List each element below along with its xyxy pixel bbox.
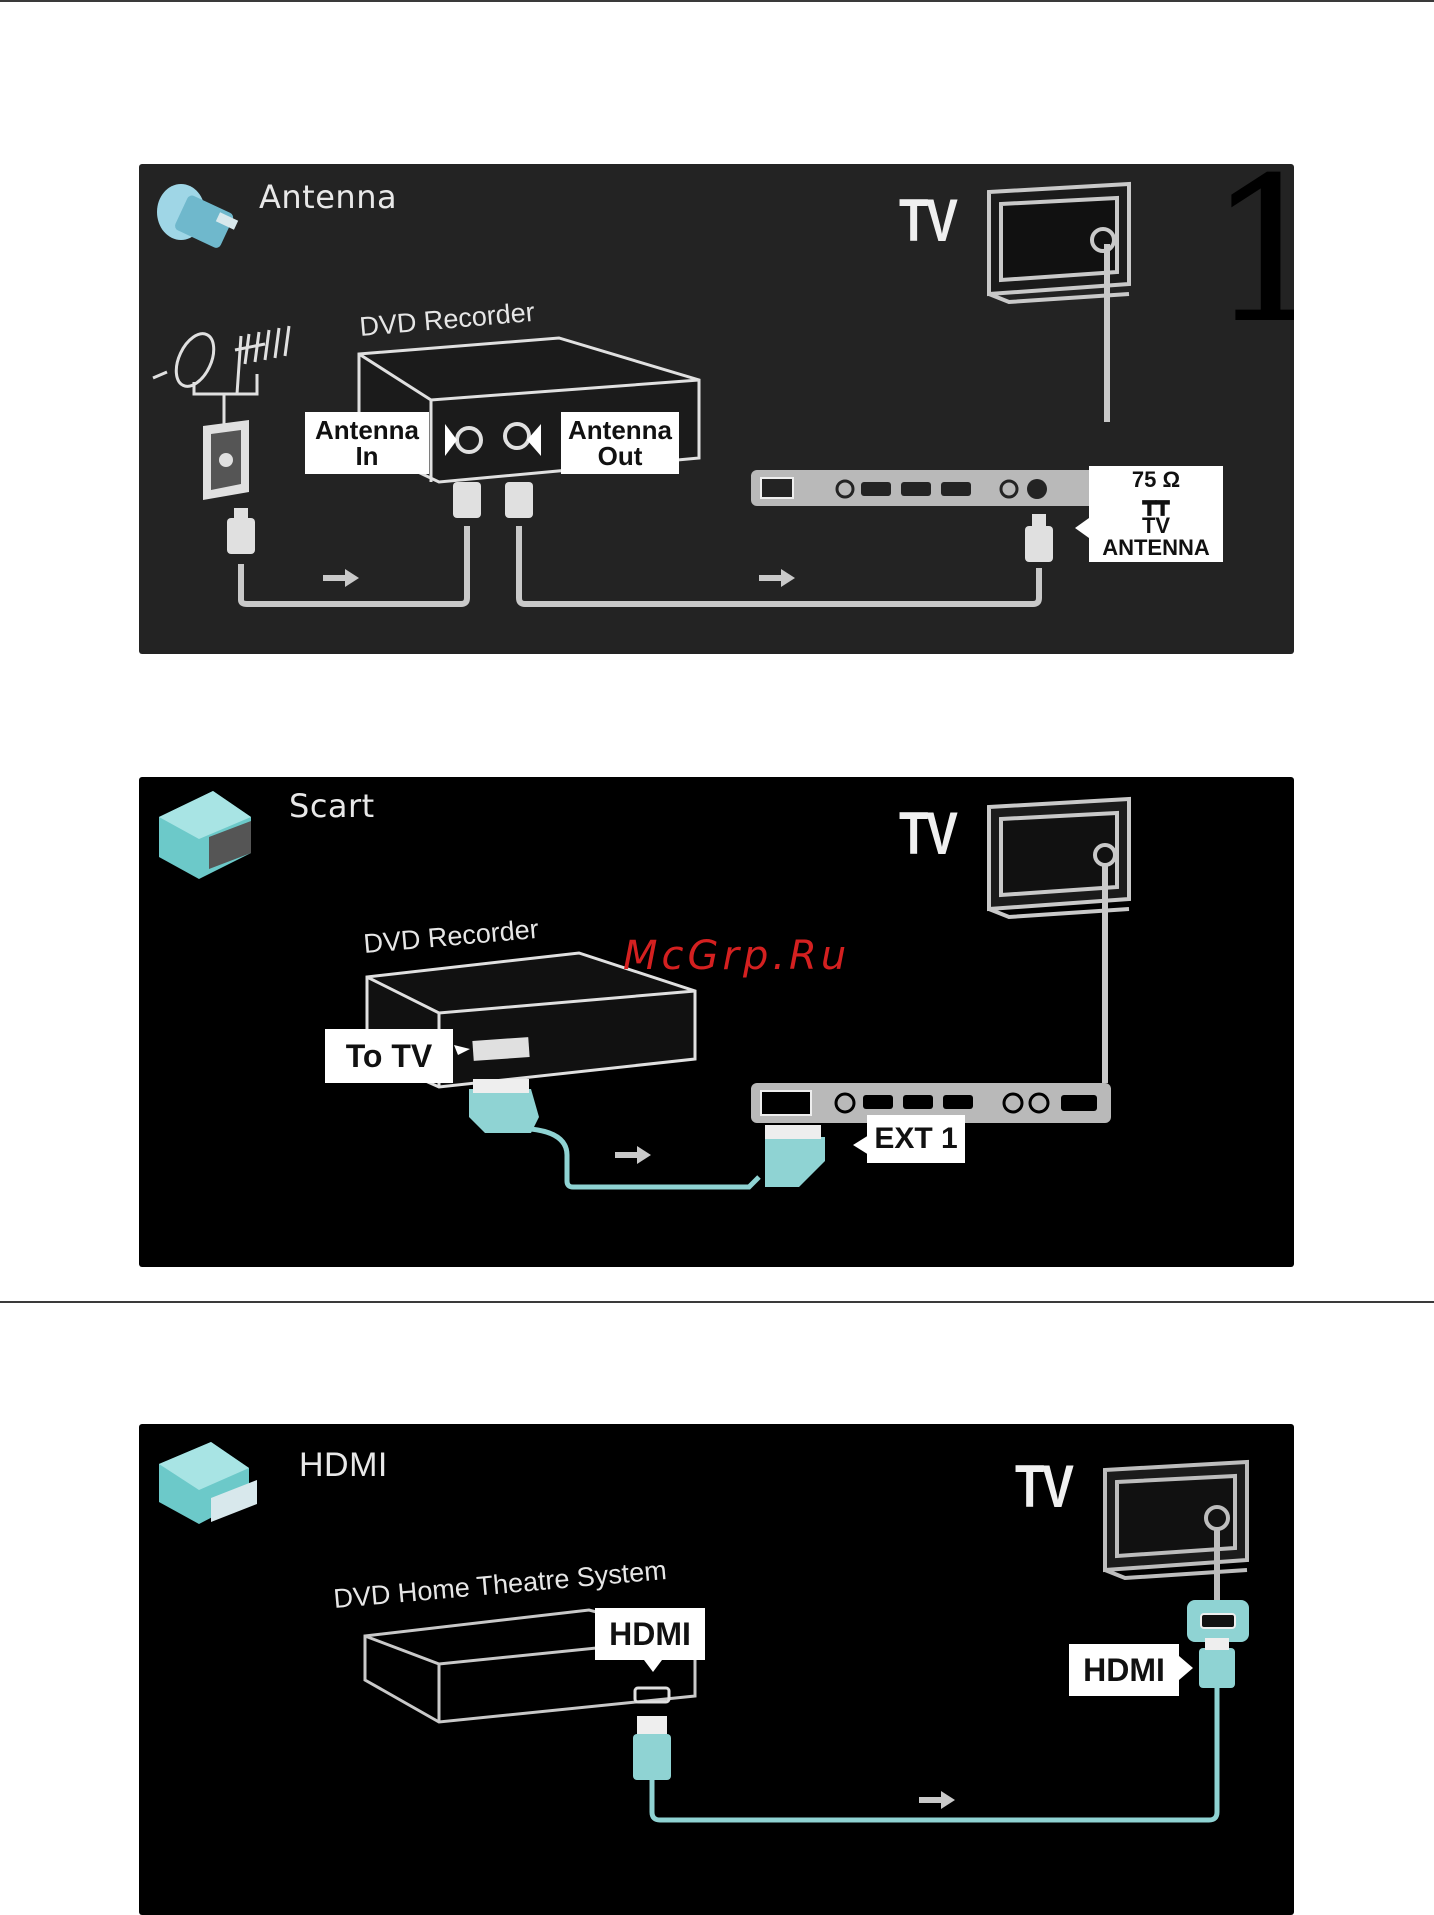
tv-label: TV xyxy=(1015,1452,1072,1521)
ext1-text: EXT 1 xyxy=(874,1124,957,1154)
antenna-out-line1: Antenna xyxy=(568,417,672,443)
tv-connector-panel xyxy=(751,470,1111,506)
hdmi-plug-icon xyxy=(159,1442,257,1524)
tv-label: TV xyxy=(899,799,956,868)
top-rule xyxy=(0,0,1434,2)
scart-panel: Scart TV DVD Recorder To TV EXT 1 McGrp.… xyxy=(139,777,1294,1267)
panel-title: Scart xyxy=(289,787,375,825)
panel-title: HDMI xyxy=(299,1446,388,1485)
wall-socket xyxy=(203,420,249,500)
panel-title: Antenna xyxy=(259,178,397,216)
middle-rule xyxy=(0,1301,1434,1303)
to-tv-text: To TV xyxy=(346,1040,433,1072)
antenna-diagram xyxy=(139,164,1294,654)
direction-arrow xyxy=(615,1146,651,1164)
tv-antenna-ohm: 75 Ω xyxy=(1132,469,1180,491)
antenna-in-line2: In xyxy=(355,443,378,469)
antenna-in-line1: Antenna xyxy=(315,417,419,443)
watermark: McGrp.Ru xyxy=(623,933,850,979)
direction-arrows xyxy=(323,569,795,587)
antenna-out-line2: Out xyxy=(598,443,643,469)
satellite-antenna-icon xyxy=(153,326,289,432)
antenna-out-label: Antenna Out xyxy=(561,412,679,474)
tv-hdmi-label: HDMI xyxy=(1069,1644,1179,1696)
device-hdmi-label: HDMI xyxy=(595,1608,705,1660)
scart-plug-icon xyxy=(159,791,251,879)
ext1-label: EXT 1 xyxy=(867,1115,965,1163)
tv-antenna-label: 75 Ω ┳┳ TV ANTENNA xyxy=(1089,466,1223,562)
tv-antenna-symbol-icon: ┳┳ xyxy=(1143,491,1170,515)
tv-icon xyxy=(1105,1462,1247,1578)
tv-antenna-text: TV ANTENNA xyxy=(1089,515,1223,559)
device-hdmi-text: HDMI xyxy=(609,1618,691,1650)
antenna-in-label: Antenna In xyxy=(305,412,429,474)
page-number: 1 xyxy=(1207,164,1294,352)
tv-hdmi-text: HDMI xyxy=(1083,1654,1165,1686)
direction-arrow xyxy=(919,1791,955,1809)
to-tv-label: To TV xyxy=(325,1029,453,1083)
hdmi-panel: HDMI TV DVD Home Theatre System HDMI HDM… xyxy=(139,1424,1294,1915)
antenna-panel: Antenna 1 TV DVD Recorder Antenna In Ant… xyxy=(139,164,1294,654)
tv-label: TV xyxy=(899,186,956,255)
scart-diagram xyxy=(139,777,1294,1267)
antenna-plug-icon xyxy=(157,184,238,249)
